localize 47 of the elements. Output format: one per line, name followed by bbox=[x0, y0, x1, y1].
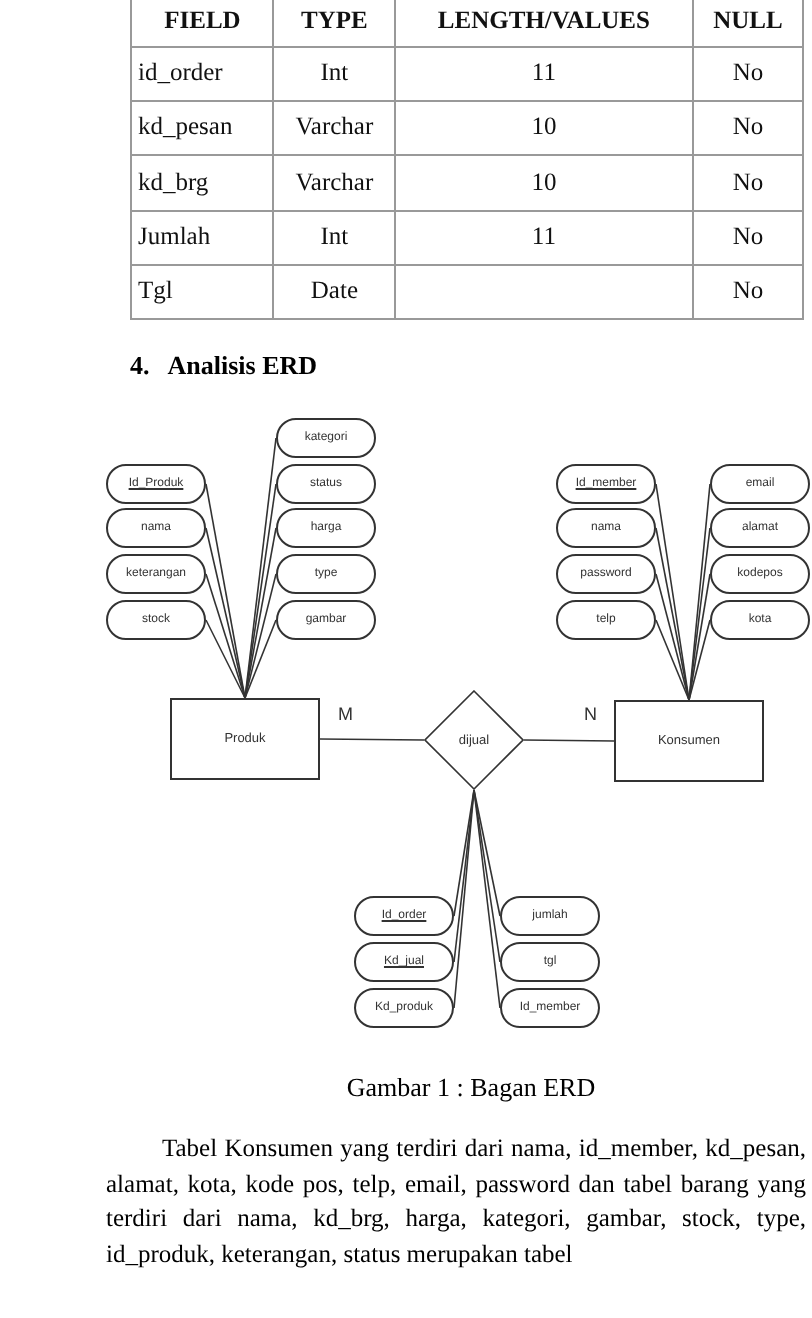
table-cell: Varchar bbox=[273, 155, 395, 211]
relationship-line bbox=[523, 739, 615, 742]
table-cell: Jumlah bbox=[131, 211, 274, 265]
attribute-line bbox=[655, 573, 690, 701]
column-header: LENGTH/VALUES bbox=[394, 0, 693, 47]
attribute-line bbox=[473, 789, 501, 963]
table-cell: Tgl bbox=[131, 265, 274, 319]
table-cell: 11 bbox=[394, 211, 693, 265]
relationship-line bbox=[319, 738, 425, 741]
body-paragraph: Tabel Konsumen yang terdiri dari nama, id_member, kd_pesan, alamat, kota, kode pos, telp, email, password dan tabel barang yang terdiri dari nama, kd_brg, harga, kategori, gambar, stock, type, id_produk, keterangan, status merupakan tabel bbox=[106, 1132, 806, 1272]
table-cell: Int bbox=[273, 211, 395, 265]
attribute-line bbox=[244, 619, 277, 699]
attribute-line bbox=[205, 619, 246, 699]
table-cell: Date bbox=[273, 265, 395, 319]
table-cell: 10 bbox=[394, 155, 693, 211]
table-cell: kd_pesan bbox=[131, 101, 274, 155]
column-header: TYPE bbox=[273, 0, 395, 47]
attribute-line bbox=[453, 789, 475, 917]
table-cell: Varchar bbox=[273, 101, 395, 155]
column-header: NULL bbox=[692, 0, 803, 47]
cardinality-label: M bbox=[336, 705, 355, 723]
attribute-line bbox=[655, 619, 690, 701]
table-cell: No bbox=[692, 265, 803, 319]
attribute-line bbox=[688, 527, 711, 701]
attribute-line bbox=[453, 789, 475, 1009]
table-cell: Int bbox=[273, 47, 395, 101]
attribute-line bbox=[473, 789, 501, 917]
section-heading: 4. Analisis ERD bbox=[130, 350, 318, 382]
attribute-line bbox=[473, 789, 501, 1009]
table-cell: No bbox=[692, 47, 803, 101]
table-cell: 10 bbox=[394, 101, 693, 155]
table-cell: No bbox=[692, 211, 803, 265]
table-cell: kd_brg bbox=[131, 155, 274, 211]
attribute-line bbox=[244, 573, 277, 699]
attribute-line bbox=[688, 619, 711, 701]
cardinality-label: N bbox=[582, 706, 599, 724]
table-cell: No bbox=[692, 101, 803, 155]
figure-caption: Gambar 1 : Bagan ERD bbox=[344, 1072, 598, 1104]
table-cell: id_order bbox=[131, 47, 274, 101]
attribute-line bbox=[655, 527, 690, 701]
table-cell: 11 bbox=[394, 47, 693, 101]
table-cell: No bbox=[692, 155, 803, 211]
attribute-line bbox=[205, 573, 246, 699]
attribute-line bbox=[688, 573, 711, 701]
column-header: FIELD bbox=[131, 0, 274, 47]
attribute-line bbox=[244, 527, 277, 699]
attribute-line bbox=[205, 527, 246, 699]
